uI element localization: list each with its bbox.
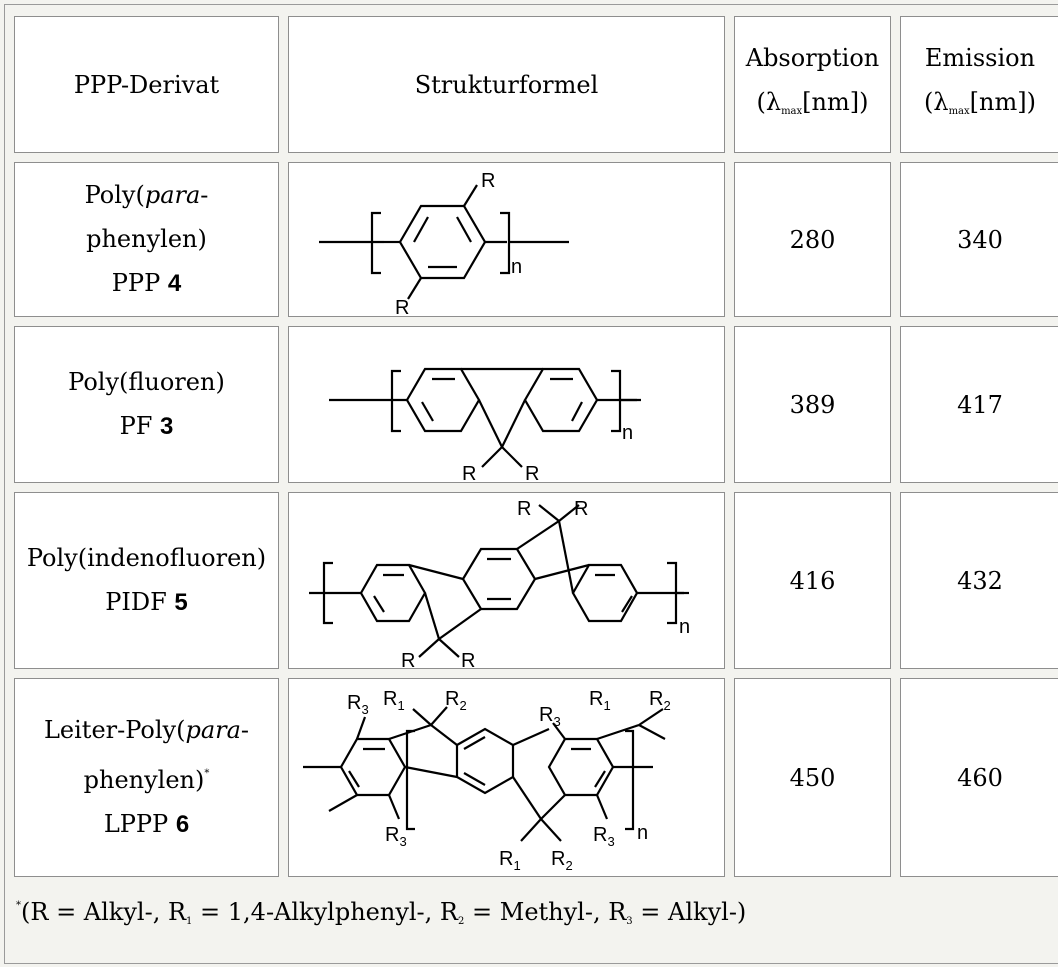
absorption-value: 416 [789, 566, 836, 595]
n-label: n [679, 616, 690, 638]
r2-label: R2 [551, 848, 573, 873]
row1-emission: 340 [900, 162, 1058, 317]
r1-label: R1 [383, 688, 405, 713]
ppp-structure-formula: R R n [319, 170, 569, 316]
r1-label: R1 [499, 848, 521, 873]
row2-structure: R R n [288, 326, 725, 483]
emission-value: 340 [957, 225, 1003, 254]
row1-name-line1: Poly(para- [84, 181, 209, 209]
r-label: R [481, 170, 495, 192]
n-label: n [511, 256, 522, 278]
r1-label: R1 [589, 688, 611, 713]
lambda-subscript: max [781, 105, 803, 117]
header-absorption: Absorption (λmax[nm]) [734, 16, 891, 153]
header-derivat: PPP-Derivat [14, 16, 279, 153]
header-emission: Emission (λmax[nm]) [900, 16, 1058, 153]
pf-structure-formula: R R n [329, 367, 641, 482]
row4-absorption: 450 [734, 678, 891, 877]
row2-name-line2: PF 3 [119, 412, 174, 440]
lppp-structure-formula: R3 R1 R2 R3 R1 R2 R3 R1 R2 R3 n [303, 688, 671, 873]
table-top-border [4, 4, 1058, 5]
header-emission-title: Emission [924, 43, 1036, 72]
unit-close: [nm]) [969, 87, 1036, 116]
r3-label: R3 [347, 692, 369, 717]
r3-label: R3 [385, 824, 407, 849]
unit-close: [nm]) [802, 87, 869, 116]
row1-absorption: 280 [734, 162, 891, 317]
pidf-structure-formula: R R R R n [309, 498, 690, 668]
r2-label: R2 [649, 688, 671, 713]
lambda-open: (λ [756, 87, 782, 116]
header-struktur: Strukturformel [288, 16, 725, 153]
r-label: R [574, 498, 588, 520]
n-label: n [622, 422, 633, 444]
row1-name-line3: PPP 4 [111, 269, 182, 297]
r-label: R [395, 297, 409, 316]
row4-emission: 460 [900, 678, 1058, 877]
lambda-subscript: max [948, 105, 970, 117]
row2-derivat: Poly(fluoren) PF 3 [14, 326, 279, 483]
row3-emission: 432 [900, 492, 1058, 669]
emission-value: 460 [957, 763, 1003, 792]
row3-derivat: Poly(indenofluoren) PIDF 5 [14, 492, 279, 669]
row3-absorption: 416 [734, 492, 891, 669]
r3-label: R3 [539, 704, 561, 729]
row3-name-line2: PIDF 5 [105, 588, 188, 616]
row1-structure: R R n [288, 162, 725, 317]
row2-name-line1: Poly(fluoren) [68, 368, 225, 396]
absorption-value: 450 [789, 763, 836, 792]
header-absorption-title: Absorption [745, 43, 880, 72]
r-label: R [517, 498, 531, 520]
header-emission-unit: (λmax[nm]) [924, 80, 1036, 134]
row1-name-line2: phenylen) [86, 225, 207, 253]
row4-name-line2: phenylen)* [83, 766, 210, 794]
table-left-border [4, 4, 5, 964]
row4-structure: R3 R1 R2 R3 R1 R2 R3 R1 R2 R3 n [288, 678, 725, 877]
absorption-value: 280 [789, 225, 836, 254]
header-derivat-label: PPP-Derivat [73, 70, 220, 99]
table-bottom-border [4, 963, 1058, 964]
row2-emission: 417 [900, 326, 1058, 483]
row1-derivat: Poly(para- phenylen) PPP 4 [14, 162, 279, 317]
row3-name-line1: Poly(indenofluoren) [26, 544, 267, 572]
header-struktur-label: Strukturformel [414, 70, 599, 99]
lambda-open: (λ [924, 87, 949, 116]
emission-value: 417 [957, 390, 1003, 419]
n-label: n [637, 822, 648, 844]
row4-name-line1: Leiter-Poly(para- [43, 716, 250, 744]
r-label: R [461, 650, 475, 668]
absorption-value: 389 [789, 390, 836, 419]
row3-structure: R R R R n [288, 492, 725, 669]
r-label: R [462, 463, 476, 482]
row4-derivat: Leiter-Poly(para- phenylen)* LPPP 6 [14, 678, 279, 877]
table-footnote: *(R = Alkyl-, R1 = 1,4-Alkylphenyl-, R2 … [16, 898, 747, 927]
r3-label: R3 [593, 824, 615, 849]
r2-label: R2 [445, 688, 467, 713]
emission-value: 432 [957, 566, 1003, 595]
r-label: R [401, 650, 415, 668]
header-absorption-unit: (λmax[nm]) [746, 80, 880, 134]
row2-absorption: 389 [734, 326, 891, 483]
r-label: R [525, 463, 539, 482]
row4-name-line3: LPPP 6 [103, 810, 190, 838]
